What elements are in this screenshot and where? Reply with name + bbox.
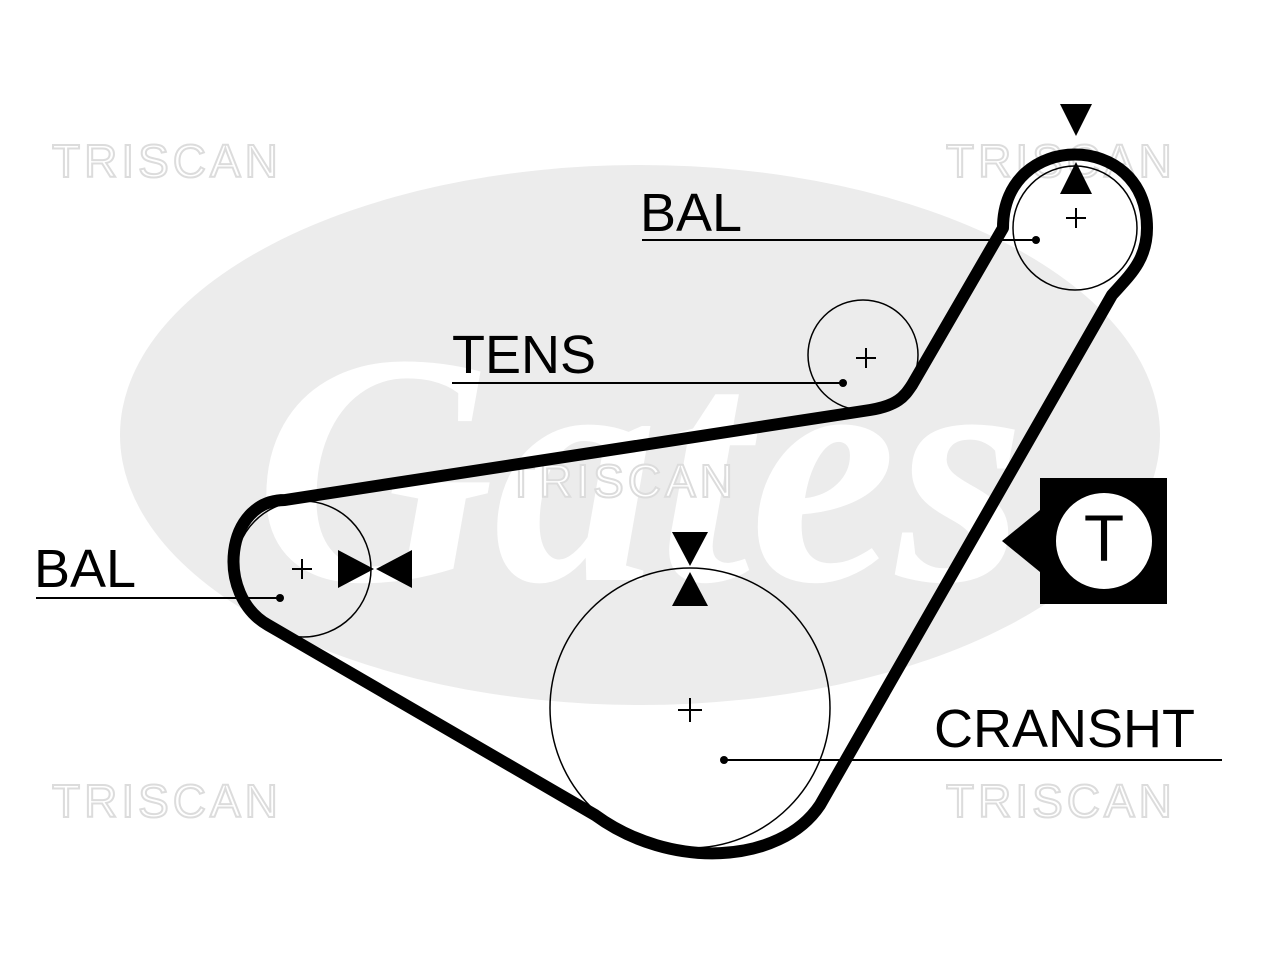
watermark-brand-bottom-left: TRISCAN [51, 775, 282, 827]
center-cross-tensioner [856, 348, 876, 368]
center-cross-bal-left [292, 559, 312, 579]
leader-dot-bal-top [1032, 236, 1040, 244]
tensioner-letter: T [1083, 501, 1125, 575]
watermark-brand-top-left: TRISCAN [51, 135, 282, 187]
watermark-brand-bottom-right: TRISCAN [945, 775, 1176, 827]
label-bal-left: BAL [34, 539, 137, 599]
timing-mark-bal-left [338, 550, 412, 588]
timing-belt [227, 148, 1153, 860]
timing-mark-crankshaft [672, 532, 708, 606]
gates-logo-text: Gates [255, 287, 1025, 652]
center-cross-crankshaft [678, 698, 702, 722]
leader-dot-tens [839, 379, 847, 387]
label-bal-top: BAL [640, 183, 743, 243]
tensioner-indicator [1002, 478, 1167, 604]
timing-mark-bal-top [1060, 104, 1092, 194]
leader-dot-bal-left [276, 594, 284, 602]
tensioner-indicator-circle [1054, 491, 1154, 591]
center-cross-bal-top [1066, 208, 1086, 228]
label-tens: TENS [452, 325, 597, 385]
leader-dot-crankshaft [720, 756, 728, 764]
label-crankshaft: CRANSHT [934, 699, 1196, 759]
